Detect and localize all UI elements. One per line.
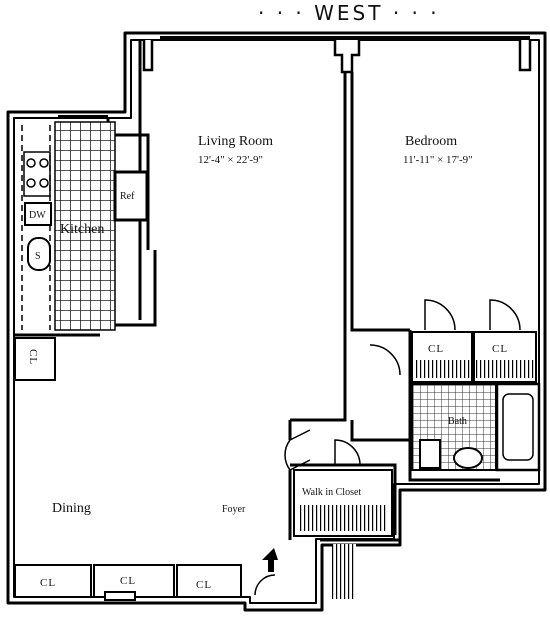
bedroom-closet-right-label: CL bbox=[492, 343, 508, 355]
living-room-dimensions: 12'-4" × 22'-9" bbox=[198, 154, 263, 166]
bedroom-closets bbox=[411, 331, 537, 383]
refrigerator-icon bbox=[113, 170, 149, 222]
window-bar bbox=[160, 36, 530, 41]
kitchen-label: Kitchen bbox=[60, 222, 104, 237]
bottom-closets bbox=[14, 564, 242, 601]
outer-walls bbox=[6, 31, 547, 612]
entry-arrow-icon bbox=[262, 548, 278, 572]
bathtub-icon bbox=[502, 393, 534, 461]
closet-3-label: CL bbox=[196, 579, 212, 591]
kitchen-tile-floor bbox=[54, 121, 116, 331]
bath-label: Bath bbox=[448, 416, 467, 427]
walk-in-closet-rod bbox=[298, 505, 388, 531]
closet-2-label: CL bbox=[120, 575, 136, 587]
bedroom-dimensions: 11'-11" × 17'-9" bbox=[403, 154, 473, 166]
refrigerator-label: Ref bbox=[120, 191, 135, 202]
compass-heading: · · · WEST · · · bbox=[258, 1, 440, 25]
stove-icon bbox=[23, 151, 51, 197]
door-swings bbox=[254, 299, 521, 596]
closet-1-label: CL bbox=[40, 577, 56, 589]
living-room-label: Living Room bbox=[198, 134, 273, 149]
column bbox=[142, 40, 532, 74]
kitchen-window bbox=[58, 115, 108, 119]
dishwasher-label: DW bbox=[29, 210, 46, 221]
walk-in-closet-label: Walk in Closet bbox=[302, 487, 361, 498]
toilet-icon bbox=[419, 439, 483, 469]
dining-label: Dining bbox=[52, 501, 91, 516]
sink-icon bbox=[27, 237, 51, 271]
foyer-label: Foyer bbox=[222, 504, 246, 515]
dishwasher-icon bbox=[24, 202, 52, 226]
bedroom-closet-left-label: CL bbox=[428, 343, 444, 355]
entry-hatch bbox=[332, 544, 356, 599]
kitchen-counter bbox=[21, 125, 51, 330]
sink-label: S bbox=[35, 251, 41, 262]
pantry-closet-label: CL bbox=[27, 349, 39, 365]
pantry-closet bbox=[14, 337, 56, 381]
bedroom-label: Bedroom bbox=[405, 134, 457, 149]
